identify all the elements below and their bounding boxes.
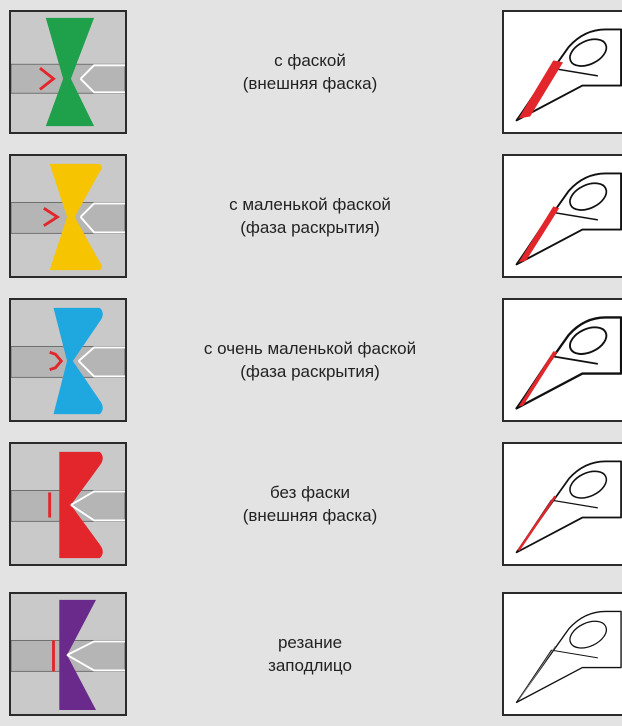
plier-tip-very-small-bevel-icon <box>502 298 622 422</box>
flush-cut-jaw-icon <box>9 592 127 716</box>
label-line1: с фаской <box>274 51 346 70</box>
row-small-bevel: с маленькой фаской (фаза раскрытия) <box>0 154 622 280</box>
row-no-bevel: без фаски (внешняя фаска) <box>0 442 622 568</box>
bevel-jaw-icon <box>9 10 127 134</box>
row-bevel: с фаской (внешняя фаска) <box>0 10 622 136</box>
row-label: с фаской (внешняя фаска) <box>140 10 480 134</box>
label-line1: без фаски <box>269 483 351 502</box>
label-line2: (внешняя фаска) <box>242 74 378 93</box>
very-small-bevel-jaw-icon <box>9 298 127 422</box>
plier-tip-small-bevel-icon <box>502 154 622 278</box>
row-flush-cut: резание заподлицо <box>0 592 622 718</box>
row-label: с маленькой фаской (фаза раскрытия) <box>140 154 480 278</box>
plier-tip-no-bevel-icon <box>502 442 622 566</box>
label-line2: (фаза раскрытия) <box>240 362 380 381</box>
label-line2: (внешняя фаска) <box>242 506 378 525</box>
row-label: с очень маленькой фаской (фаза раскрытия… <box>140 298 480 422</box>
label-line1: с очень маленькой фаской <box>203 339 417 358</box>
plier-tip-bevel-icon <box>502 10 622 134</box>
row-label: без фаски (внешняя фаска) <box>140 442 480 566</box>
row-label: резание заподлицо <box>140 592 480 716</box>
label-line2: заподлицо <box>268 656 352 675</box>
small-bevel-jaw-icon <box>9 154 127 278</box>
label-line1: резание <box>277 633 343 652</box>
row-very-small-bevel: с очень маленькой фаской (фаза раскрытия… <box>0 298 622 424</box>
no-bevel-jaw-icon <box>9 442 127 566</box>
label-line1: с маленькой фаской <box>229 195 391 214</box>
plier-tip-flush-icon <box>502 592 622 716</box>
label-line2: (фаза раскрытия) <box>240 218 380 237</box>
